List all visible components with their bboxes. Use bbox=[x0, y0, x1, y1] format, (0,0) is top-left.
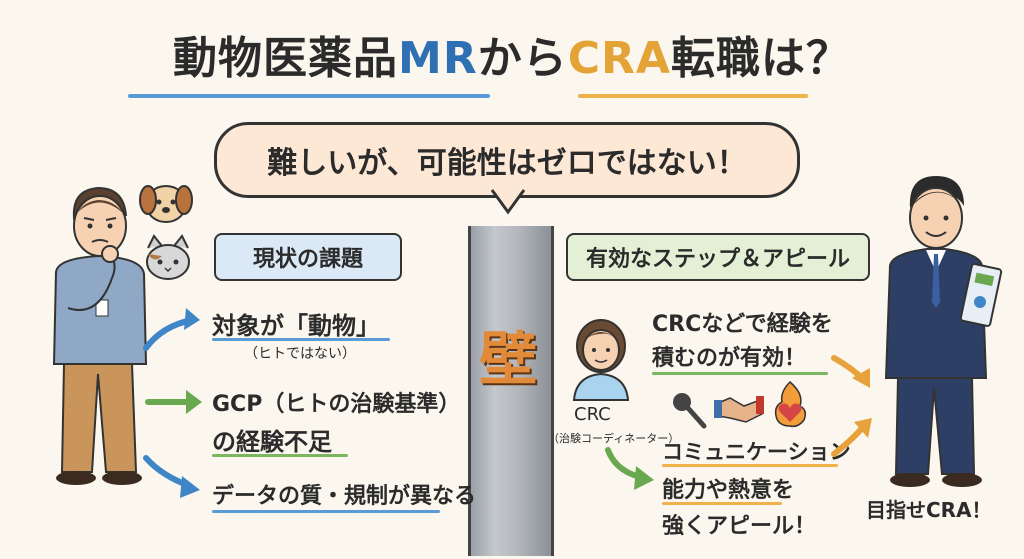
issue-2-text: GCP（ヒトの治験基準） bbox=[212, 392, 461, 417]
title-cra: CRA bbox=[567, 33, 671, 84]
step-2-line-2: 能力や熱意を bbox=[662, 478, 795, 503]
step-2-line-3: 強くアピール！ bbox=[662, 514, 817, 539]
cat-icon bbox=[146, 234, 190, 280]
issue-3-text: データの質・規制が異なる bbox=[212, 484, 477, 509]
confident-man-figure bbox=[884, 176, 1003, 487]
handshake-icon bbox=[714, 396, 764, 423]
crc-woman-figure bbox=[572, 319, 630, 401]
fire-heart-icon bbox=[774, 380, 807, 428]
issue-2-underline bbox=[212, 454, 348, 457]
issue-1-text: 対象が「動物」 bbox=[212, 312, 380, 340]
issue-2-text-2: の経験不足 bbox=[212, 428, 332, 456]
crc-label: CRC bbox=[574, 404, 611, 425]
wall-label: 壁 bbox=[478, 325, 537, 393]
title-part1: 動物医薬品 bbox=[173, 33, 399, 84]
step-1-line-1: CRCなどで経験を bbox=[652, 312, 833, 337]
current-issues-header: 現状の課題 bbox=[214, 233, 402, 281]
worried-man-figure bbox=[52, 186, 148, 485]
microphone-icon bbox=[673, 393, 707, 429]
speech-bubble: 難しいが、可能性はゼロではない！ bbox=[214, 122, 800, 198]
step-2-line-1: コミュニケーション bbox=[662, 440, 851, 464]
step-2-underline-1 bbox=[662, 464, 838, 467]
wall bbox=[468, 226, 554, 556]
title-mr: MR bbox=[398, 33, 478, 84]
issue-3-underline bbox=[212, 510, 440, 513]
page-title: 動物医薬品MRからCRA転職は？ bbox=[0, 22, 1024, 86]
step-2-underline-2 bbox=[662, 502, 782, 505]
title-part2: から bbox=[477, 33, 568, 84]
step-1-underline bbox=[652, 372, 828, 375]
title-part3: 転職は？ bbox=[670, 33, 851, 84]
right-arrows bbox=[605, 355, 872, 490]
dog-icon bbox=[139, 185, 193, 223]
bubble-text: 難しいが、可能性はゼロではない！ bbox=[267, 146, 747, 181]
step-1-line-2: 積むのが有効！ bbox=[652, 346, 807, 371]
crc-sub-label: （治験コーディネーター） bbox=[548, 432, 680, 445]
left-arrows bbox=[143, 308, 202, 498]
bubble-tail bbox=[490, 186, 526, 215]
title-underline-orange bbox=[578, 94, 808, 98]
effective-steps-header: 有効なステップ＆アピール bbox=[566, 233, 870, 281]
issue-1-underline bbox=[212, 338, 390, 341]
title-underline-blue bbox=[128, 94, 490, 98]
goal-text: 目指せCRA！ bbox=[866, 498, 992, 522]
issue-1-sub: （ヒトではない） bbox=[244, 346, 356, 362]
